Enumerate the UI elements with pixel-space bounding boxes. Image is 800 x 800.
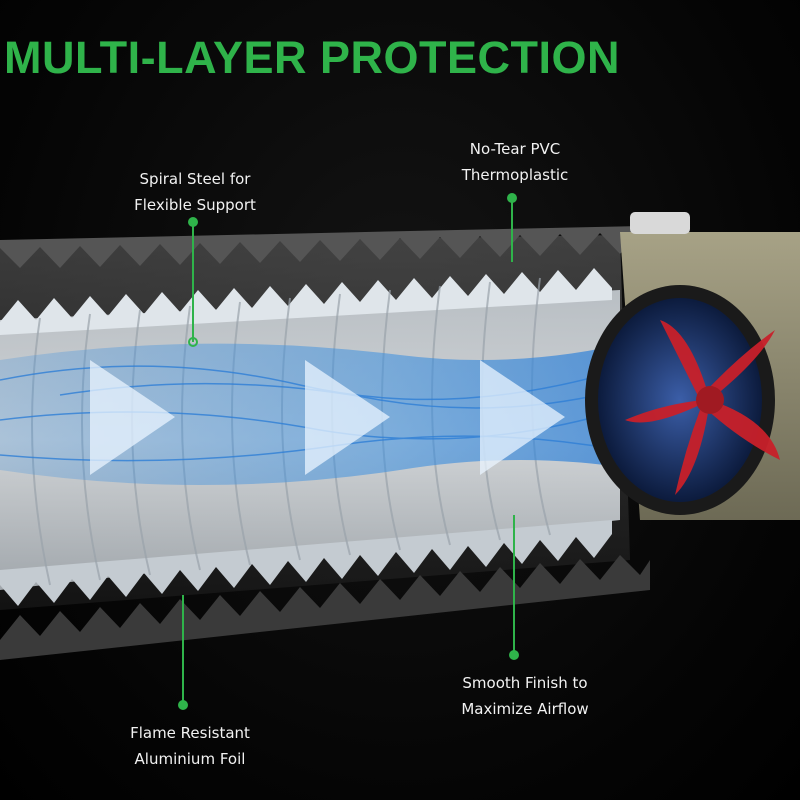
fan-blades xyxy=(625,320,780,495)
top-ridge xyxy=(0,226,640,268)
inline-fan xyxy=(585,212,800,520)
callout-line: Thermoplastic xyxy=(461,166,569,184)
airflow xyxy=(0,340,640,485)
airflow-arrow-3 xyxy=(480,360,565,475)
callout-foil: Flame Resistant Aluminium Foil xyxy=(105,720,275,772)
airflow-arrow-2 xyxy=(305,360,390,475)
airflow-arrow-1 xyxy=(90,360,175,475)
callout-line: Maximize Airflow xyxy=(461,700,589,718)
callout-leaders xyxy=(178,193,519,710)
callout-pvc: No-Tear PVC Thermoplastic xyxy=(430,136,600,188)
callout-smooth-finish: Smooth Finish to Maximize Airflow xyxy=(430,670,620,722)
fan-clamp xyxy=(630,212,690,234)
callout-line: Flexible Support xyxy=(134,196,256,214)
callout-line: Smooth Finish to xyxy=(462,674,588,692)
bottom-ridge xyxy=(0,555,650,660)
foil-top-teeth xyxy=(0,268,612,335)
callout-line: Aluminium Foil xyxy=(134,750,246,768)
headline: MULTI-LAYER PROTECTION xyxy=(4,32,620,83)
callout-line: Spiral Steel for xyxy=(139,170,251,188)
callout-line: Flame Resistant xyxy=(130,724,250,742)
callout-line: No-Tear PVC xyxy=(469,140,561,158)
foil-bottom-teeth xyxy=(0,520,612,606)
callout-spiral-steel: Spiral Steel for Flexible Support xyxy=(110,166,280,218)
